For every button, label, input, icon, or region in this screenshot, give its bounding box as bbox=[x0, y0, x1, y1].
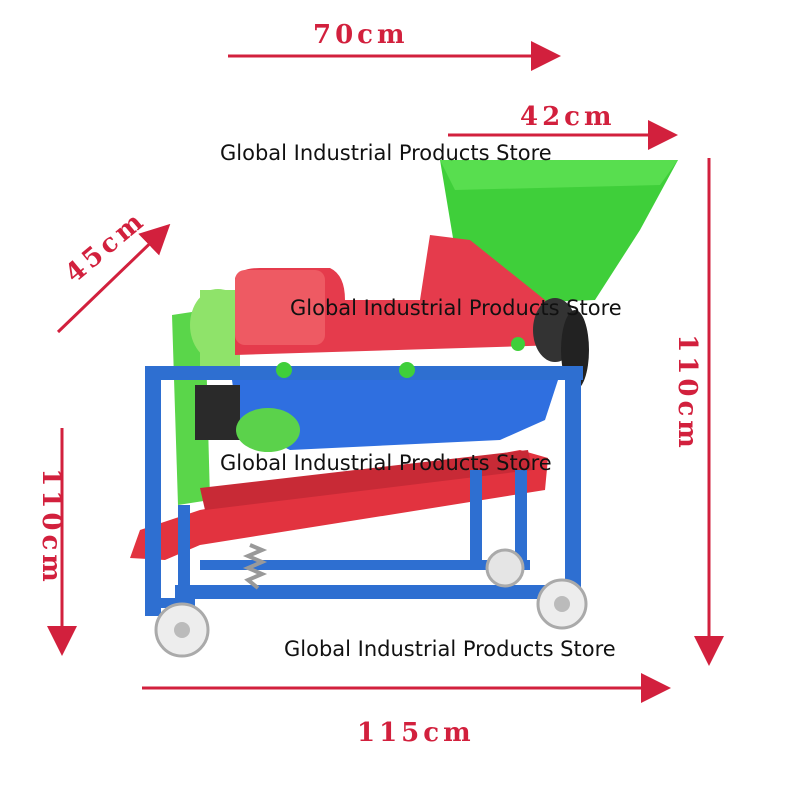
watermark-3: Global Industrial Products Store bbox=[220, 451, 552, 475]
clamp-right bbox=[511, 337, 525, 351]
dim-label-top-width: 70cm bbox=[313, 20, 409, 50]
clamp-middle bbox=[399, 362, 415, 378]
dim-label-height-left: 110cm bbox=[35, 468, 66, 586]
blue-frame bbox=[145, 366, 583, 616]
spring bbox=[242, 543, 268, 590]
watermark-2: Global Industrial Products Store bbox=[290, 296, 622, 320]
dim-label-hopper-width: 42cm bbox=[520, 102, 616, 132]
wheel-front-left bbox=[154, 602, 210, 658]
dim-label-bottom-length: 115cm bbox=[357, 718, 475, 748]
blue-trough bbox=[232, 380, 558, 450]
watermark-4: Global Industrial Products Store bbox=[284, 637, 616, 661]
arrow-depth bbox=[56, 223, 171, 334]
wheel-front-right bbox=[536, 578, 588, 630]
dim-label-height-right: 110cm bbox=[671, 334, 702, 452]
wheel-back bbox=[485, 548, 525, 588]
watermark-1: Global Industrial Products Store bbox=[220, 141, 552, 165]
clamp-left bbox=[276, 362, 292, 378]
